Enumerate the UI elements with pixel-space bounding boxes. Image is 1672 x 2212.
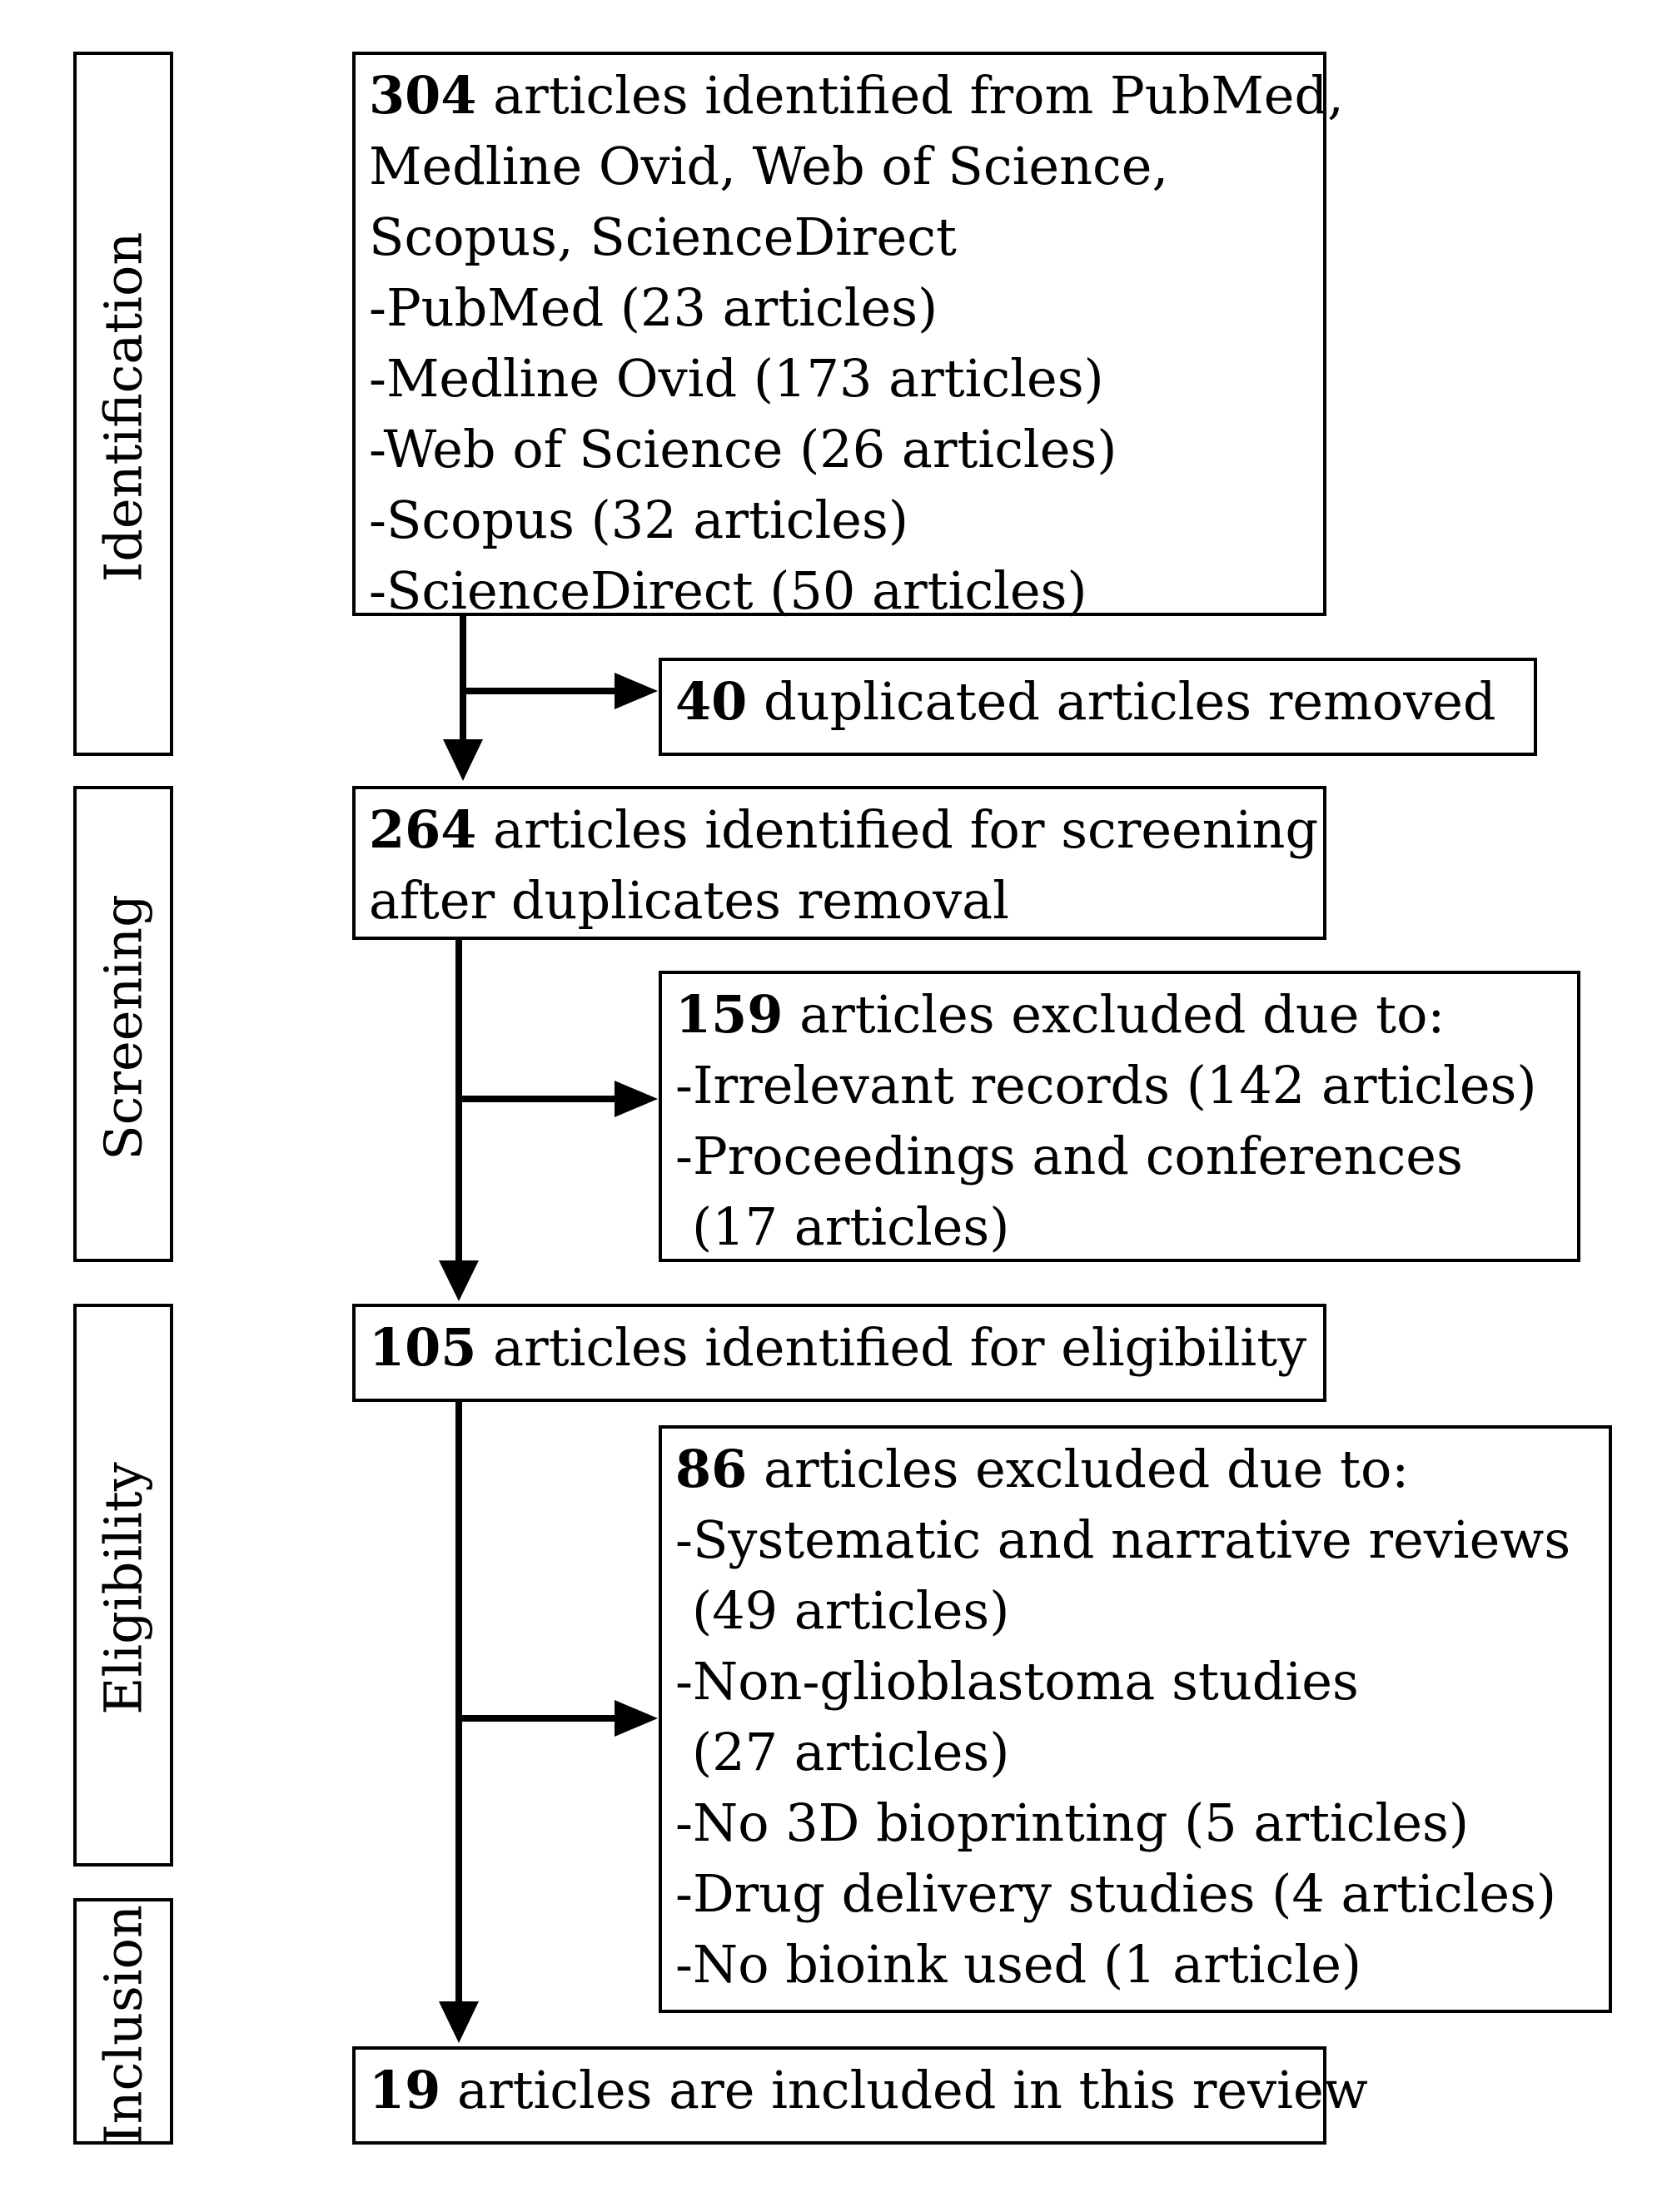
duplicates-removed-text: 40 duplicated articles removed bbox=[675, 671, 1496, 732]
arrowhead-right-duplicates bbox=[615, 673, 658, 709]
identified-records-box: 304 articles identified from PubMed, Med… bbox=[352, 52, 1344, 621]
source-sciencedirect: -ScienceDirect (50 articles) bbox=[369, 560, 1087, 621]
arrowhead-down-eligibility bbox=[439, 1260, 479, 1301]
eligibility-excluded-text: 86 articles excluded due to: -Systematic… bbox=[675, 1439, 1571, 1995]
screening-records-box: 264 articles identified for screening af… bbox=[352, 786, 1326, 940]
duplicates-count: 40 bbox=[675, 671, 748, 732]
included-records-box: 19 articles are included in this review bbox=[352, 2046, 1368, 2145]
screening-excluded-box: 159 articles excluded due to: -Irrelevan… bbox=[659, 971, 1580, 1262]
included-records-text: 19 articles are included in this review bbox=[369, 2060, 1368, 2120]
eligibility-records-box: 105 articles identified for eligibility bbox=[352, 1304, 1326, 1402]
source-web-of-science: -Web of Science (26 articles) bbox=[369, 419, 1117, 480]
arrowhead-right-eligibility-excluded bbox=[615, 1700, 658, 1737]
source-scopus: -Scopus (32 articles) bbox=[369, 490, 909, 550]
stage-box-screening: Screening bbox=[73, 786, 173, 1262]
stage-box-identification: Identification bbox=[73, 52, 173, 756]
source-medline-ovid: -Medline Ovid (173 articles) bbox=[369, 348, 1104, 409]
included-count: 19 bbox=[369, 2060, 441, 2120]
eligibility-records-text: 105 articles identified for eligibility bbox=[369, 1317, 1307, 1378]
stage-box-inclusion: Inclusion bbox=[73, 1898, 173, 2145]
eligibility-count: 105 bbox=[369, 1317, 477, 1378]
screening-count: 264 bbox=[369, 799, 477, 860]
arrowhead-down-inclusion bbox=[439, 2001, 479, 2043]
source-pubmed: -PubMed (23 articles) bbox=[369, 277, 938, 338]
identified-count: 304 bbox=[369, 65, 477, 126]
duplicates-removed-box: 40 duplicated articles removed bbox=[659, 658, 1537, 756]
screening-records-text: 264 articles identified for screening af… bbox=[369, 799, 1319, 931]
arrowhead-right-screening-excluded bbox=[615, 1081, 658, 1117]
identified-records-text: 304 articles identified from PubMed, Med… bbox=[369, 60, 1344, 626]
arrowhead-down-screening bbox=[443, 739, 483, 781]
stage-box-eligibility: Eligibility bbox=[73, 1304, 173, 1867]
eligibility-excluded-count: 86 bbox=[675, 1439, 748, 1499]
screening-excluded-text: 159 articles excluded due to: -Irrelevan… bbox=[675, 984, 1537, 1257]
screening-excluded-count: 159 bbox=[675, 984, 784, 1045]
eligibility-excluded-box: 86 articles excluded due to: -Systematic… bbox=[659, 1425, 1612, 2013]
